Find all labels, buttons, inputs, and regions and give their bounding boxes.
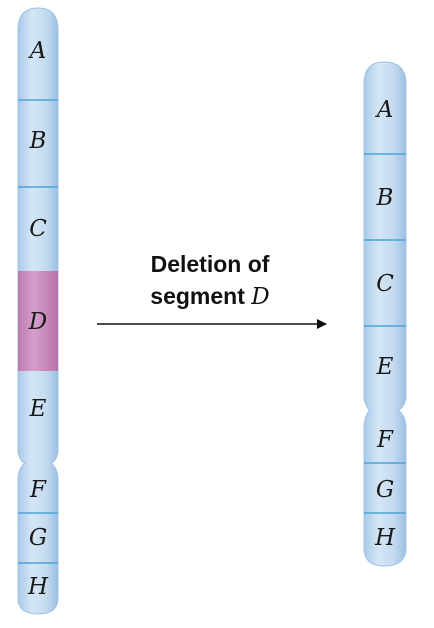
deleted-chromosome-body xyxy=(363,61,407,567)
segment-label-c: C xyxy=(29,216,47,242)
segment-label-g: G xyxy=(29,525,47,551)
segment-label-e: E xyxy=(29,396,47,422)
original-chromosome: A B C D E F G H xyxy=(17,7,59,615)
segment-label-f: F xyxy=(29,477,47,503)
segment-label-f: F xyxy=(376,427,394,453)
deleted-chromosome: A B C E F G H xyxy=(363,61,407,567)
segment-label-a: A xyxy=(28,38,47,64)
segment-label-h: H xyxy=(27,574,49,600)
deleted-segment-highlight xyxy=(18,271,58,371)
segment-label-d: D xyxy=(28,309,47,335)
segment-label-a: A xyxy=(375,97,394,123)
segment-label-e: E xyxy=(376,354,394,380)
caption-line-1: Deletion of xyxy=(151,251,270,277)
caption-line-2-prefix: segment xyxy=(150,283,251,309)
segment-label-c: C xyxy=(376,271,394,297)
caption-line-2-segment: D xyxy=(250,284,269,310)
segment-label-g: G xyxy=(376,477,394,503)
segment-label-b: B xyxy=(376,185,394,211)
segment-label-b: B xyxy=(29,128,47,154)
segment-label-h: H xyxy=(374,525,396,551)
deletion-caption: Deletion of segment D xyxy=(150,251,269,310)
caption-line-2: segment D xyxy=(150,283,269,310)
